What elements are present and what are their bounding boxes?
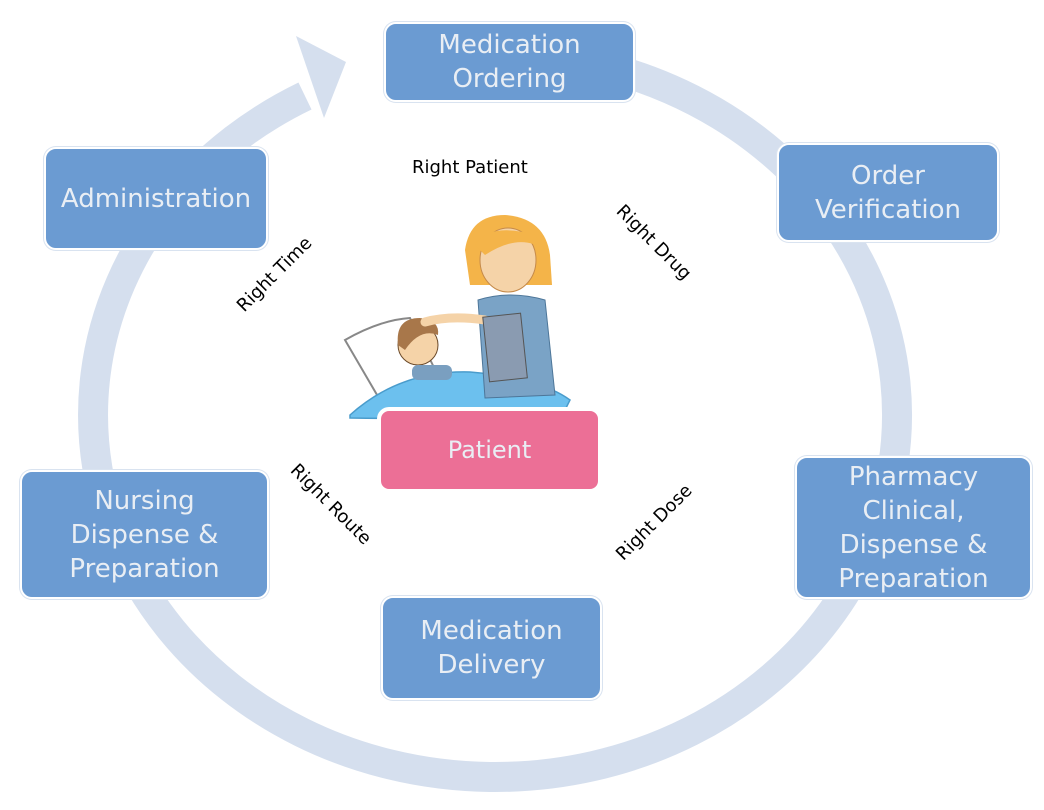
step-label: Order Verification [814,160,962,225]
patient-label: Patient [447,436,532,464]
nurse-patient-illustration [343,215,571,420]
step-label: Medication Ordering [438,30,581,94]
step-label: Pharmacy Clinical, Dispense & Preparatio… [838,461,989,594]
step-label: Medication Delivery [420,616,563,680]
step-medication-ordering: Medication Ordering [384,22,635,102]
cycle-arrowhead [296,36,346,118]
step-order-verification: Order Verification [777,143,999,242]
step-administration: Administration [44,147,268,250]
step-pharmacy-clinical: Pharmacy Clinical, Dispense & Preparatio… [795,456,1032,599]
patient-box: Patient [377,407,602,493]
step-label: Nursing Dispense & Preparation [69,485,220,584]
right-patient-label: Right Patient [412,157,528,178]
step-medication-delivery: Medication Delivery [381,596,602,700]
step-nursing-dispense: Nursing Dispense & Preparation [20,470,269,599]
step-label: Administration [60,183,252,214]
